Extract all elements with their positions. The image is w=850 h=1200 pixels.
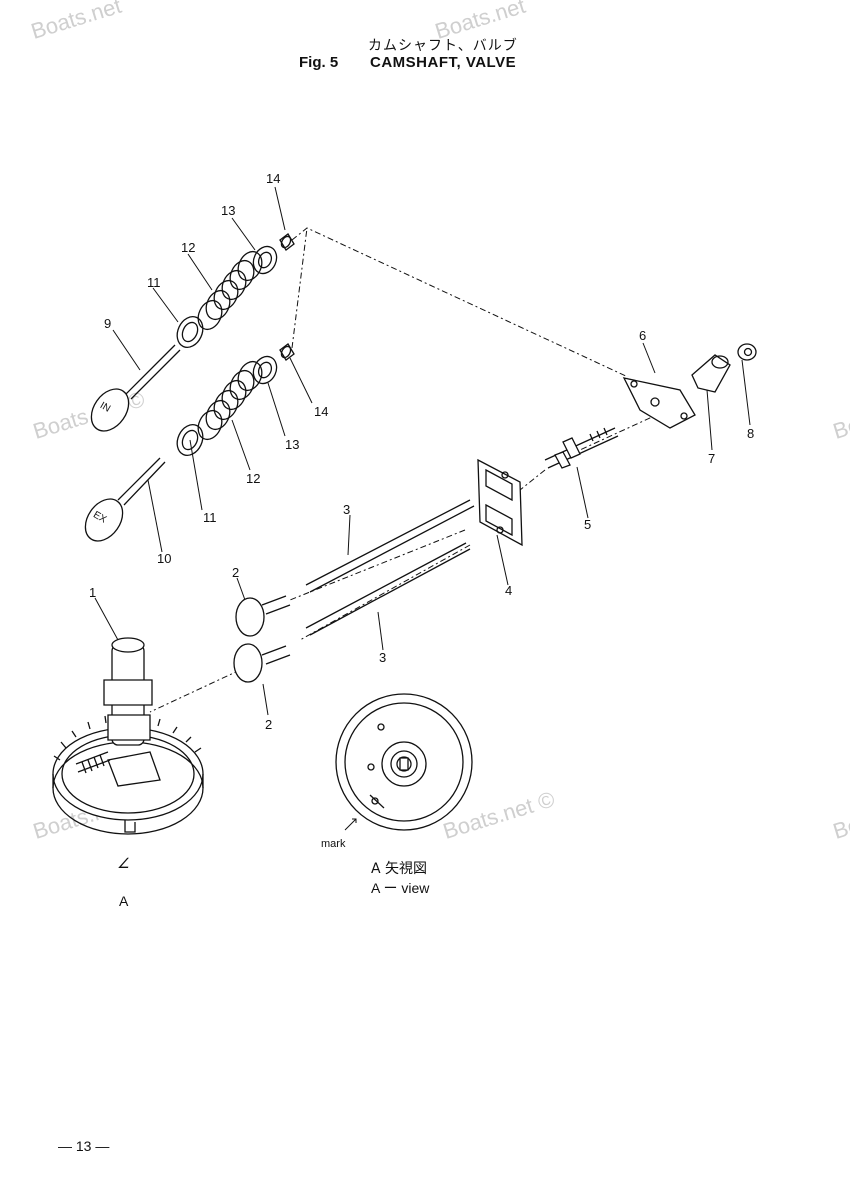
gear-detail-view bbox=[336, 694, 472, 830]
callout-13-upper: 13 bbox=[221, 203, 236, 218]
valve-washer-upper bbox=[172, 312, 207, 351]
leader-lines bbox=[95, 187, 750, 715]
callout-12-upper: 12 bbox=[181, 240, 196, 255]
callout-7: 7 bbox=[708, 451, 716, 466]
lock-nut bbox=[738, 344, 756, 360]
callout-12-lower: 12 bbox=[246, 471, 261, 486]
callout-14-lower: 14 bbox=[314, 404, 329, 419]
callout-14-upper: 14 bbox=[266, 171, 281, 186]
push-rod-guide-plate bbox=[478, 460, 522, 545]
valve-keeper-upper bbox=[280, 234, 294, 250]
callout-1: 1 bbox=[89, 585, 97, 600]
figure-number: Fig. 5 bbox=[299, 54, 339, 71]
camshaft-assembly bbox=[53, 638, 203, 834]
view-direction-label: A bbox=[119, 893, 129, 909]
tappet-upper bbox=[236, 596, 290, 636]
callout-3-upper: 3 bbox=[343, 502, 351, 517]
callout-3-lower: 3 bbox=[379, 650, 387, 665]
callout-2-lower: 2 bbox=[265, 717, 273, 732]
valve-keeper-lower bbox=[280, 344, 294, 360]
page-number: — 13 — bbox=[58, 1138, 110, 1154]
callout-10: 10 bbox=[157, 551, 172, 566]
mark-label: mark bbox=[321, 838, 346, 850]
callout-9: 9 bbox=[104, 316, 112, 331]
stud-bolt bbox=[545, 428, 618, 468]
detail-view-title: A ー view bbox=[371, 880, 430, 896]
callout-4: 4 bbox=[505, 583, 513, 598]
callout-5: 5 bbox=[584, 517, 592, 532]
intake-valve bbox=[84, 345, 180, 438]
assembly-lines bbox=[150, 228, 663, 712]
callout-11-lower: 11 bbox=[203, 510, 217, 525]
valve-washer-lower bbox=[172, 420, 207, 459]
callout-13-lower: 13 bbox=[285, 437, 300, 452]
figure-title-japanese: カムシャフト、バルブ bbox=[368, 38, 518, 54]
exhaust-valve bbox=[78, 458, 165, 548]
push-rod-upper bbox=[306, 500, 474, 592]
callout-2-upper: 2 bbox=[232, 565, 240, 580]
valve-spring-lower bbox=[194, 358, 267, 443]
detail-view-title-japanese: A 矢視図 bbox=[371, 861, 428, 877]
valve-spring-upper bbox=[194, 248, 267, 333]
rocker-arm bbox=[624, 378, 695, 428]
push-rod-lower bbox=[306, 543, 470, 635]
pivot-nut bbox=[692, 355, 730, 392]
callout-8: 8 bbox=[747, 426, 755, 441]
view-direction-symbol: ∠ bbox=[117, 855, 130, 871]
callout-11-upper: 11 bbox=[147, 275, 161, 290]
figure-title: CAMSHAFT, VALVE bbox=[370, 54, 517, 71]
tappet-lower bbox=[234, 644, 290, 682]
callout-6: 6 bbox=[639, 328, 647, 343]
